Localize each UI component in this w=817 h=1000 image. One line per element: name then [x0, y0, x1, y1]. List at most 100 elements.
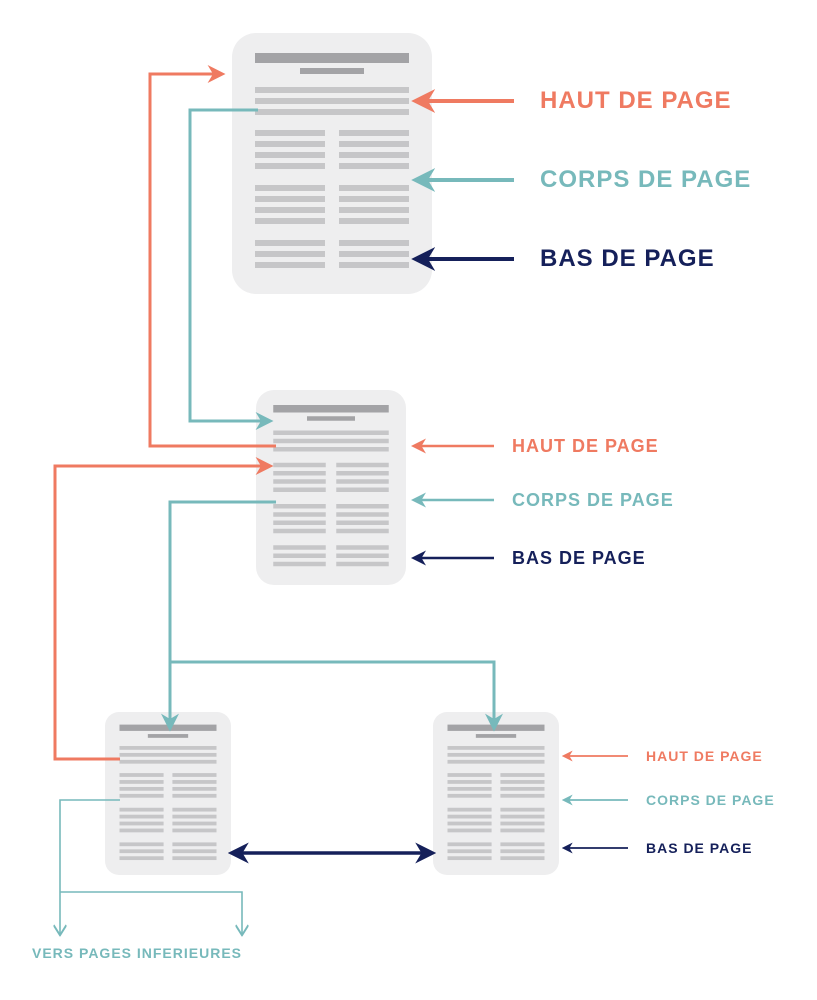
- page-body-line: [273, 520, 326, 525]
- page-body-line: [255, 240, 325, 246]
- page-body-line: [172, 821, 217, 826]
- page-body-line: [119, 807, 164, 812]
- page-body-line: [339, 251, 409, 257]
- page-body-line: [336, 520, 389, 525]
- page-header-line: [119, 752, 217, 757]
- page-body-line: [339, 130, 409, 136]
- page-body-line: [500, 821, 545, 826]
- connector-middle-to-bottomleft-corps: [161, 500, 276, 732]
- page-subtitle-bar: [300, 68, 364, 74]
- page-body-line: [255, 262, 325, 268]
- page-body-line: [339, 196, 409, 202]
- page-body-line: [339, 207, 409, 213]
- page-body-line: [119, 780, 164, 784]
- page-header-line: [255, 87, 409, 93]
- page-header-line: [273, 430, 389, 435]
- page-subtitle-bar: [475, 734, 517, 738]
- page-body-line: [500, 773, 545, 777]
- page-body-line: [119, 842, 164, 847]
- page-body-line: [447, 828, 492, 833]
- page-thumbnail-top: [232, 33, 432, 294]
- page-body-line: [119, 856, 164, 861]
- page-body-line: [336, 512, 389, 517]
- page-body-line: [119, 828, 164, 833]
- page-body-line: [500, 786, 545, 791]
- label-bottomright-bas: BAS DE PAGE: [646, 840, 753, 856]
- page-body-line: [273, 553, 326, 558]
- page-body-line: [447, 786, 492, 791]
- label-middle-haut: HAUT DE PAGE: [512, 436, 659, 456]
- page-body-line: [447, 807, 492, 812]
- page-body-line: [273, 528, 326, 534]
- page-title-bar: [273, 405, 389, 413]
- page-title-bar: [255, 53, 409, 63]
- page-body-line: [336, 545, 389, 550]
- page-body-line: [255, 130, 325, 136]
- page-title-bar: [447, 724, 545, 731]
- page-frame: [105, 712, 231, 875]
- page-body-line: [172, 780, 217, 784]
- page-body-line: [172, 793, 217, 798]
- connector-middle-to-bottomright-corps: [170, 660, 503, 732]
- page-body-line: [273, 462, 326, 468]
- page-body-line: [273, 487, 326, 492]
- page-body-line: [273, 471, 326, 476]
- page-body-line: [336, 528, 389, 534]
- page-thumbnail-bottom-right: [433, 712, 559, 875]
- page-body-line: [255, 141, 325, 147]
- page-header-line: [255, 98, 409, 104]
- page-body-line: [172, 849, 217, 854]
- page-body-line: [255, 251, 325, 257]
- page-body-line: [500, 793, 545, 798]
- page-body-line: [500, 814, 545, 819]
- label-top-bas: BAS DE PAGE: [540, 245, 715, 272]
- page-subtitle-bar: [147, 734, 189, 738]
- page-body-line: [447, 793, 492, 798]
- page-body-line: [447, 821, 492, 826]
- connector-bottomleft-to-middle-haut: [53, 457, 274, 761]
- page-body-line: [447, 849, 492, 854]
- page-body-line: [119, 821, 164, 826]
- page-header-line: [119, 759, 217, 764]
- page-body-line: [339, 218, 409, 224]
- page-body-line: [273, 479, 326, 484]
- label-bottomright-corps: CORPS DE PAGE: [646, 792, 775, 808]
- connector-top-to-middle-corps: [188, 108, 274, 430]
- page-body-line: [336, 553, 389, 558]
- connector-to-lower-pages-2: [60, 891, 242, 934]
- page-body-line: [172, 773, 217, 777]
- page-body-line: [172, 828, 217, 833]
- page-body-line: [447, 842, 492, 847]
- page-body-line: [500, 842, 545, 847]
- page-body-line: [447, 773, 492, 777]
- page-header-line: [273, 447, 389, 452]
- page-body-line: [500, 849, 545, 854]
- page-body-line: [172, 842, 217, 847]
- page-body-line: [255, 196, 325, 202]
- page-body-line: [255, 218, 325, 224]
- page-body-line: [336, 462, 389, 468]
- page-body-line: [273, 512, 326, 517]
- page-body-line: [336, 479, 389, 484]
- page-body-line: [255, 152, 325, 158]
- page-body-line: [255, 207, 325, 213]
- page-body-line: [273, 561, 326, 567]
- page-subtitle-bar: [307, 416, 355, 421]
- page-body-line: [339, 141, 409, 147]
- label-top-haut: HAUT DE PAGE: [540, 87, 732, 114]
- page-body-line: [339, 152, 409, 158]
- page-body-line: [119, 793, 164, 798]
- label-lower-pages: VERS PAGES INFERIEURES: [32, 945, 243, 961]
- page-header-line: [119, 746, 217, 750]
- label-middle-bas: BAS DE PAGE: [512, 548, 646, 568]
- page-body-line: [119, 773, 164, 777]
- page-body-line: [119, 786, 164, 791]
- page-body-line: [336, 561, 389, 567]
- page-body-line: [447, 856, 492, 861]
- label-bottomright-haut: HAUT DE PAGE: [646, 748, 763, 764]
- page-body-line: [255, 163, 325, 169]
- page-body-line: [339, 163, 409, 169]
- page-body-line: [339, 185, 409, 191]
- page-body-line: [500, 807, 545, 812]
